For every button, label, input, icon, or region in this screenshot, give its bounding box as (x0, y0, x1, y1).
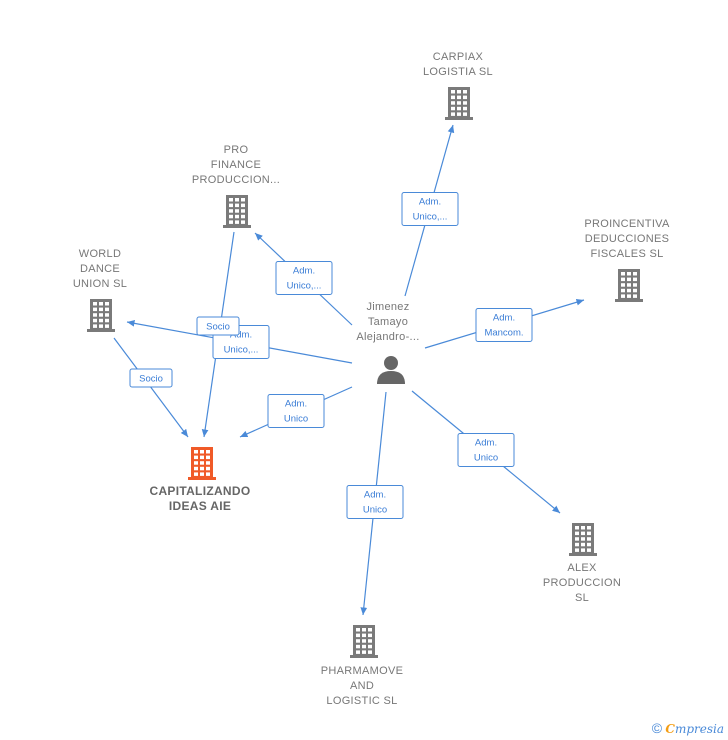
person-name-label-line: Tamayo (368, 316, 408, 328)
edge-label-text: Mancom. (484, 328, 523, 339)
person-name-label: JimenezTamayoAlejandro-... (356, 301, 419, 343)
edge-label-text: Unico,... (224, 345, 259, 356)
company-label-proincentiva-line: PROINCENTIVA (584, 218, 670, 230)
company-label-pharmamove-line: AND (350, 680, 374, 692)
edge-label-box (275, 261, 333, 295)
edge-label-text: Unico (284, 414, 308, 425)
edge-label-text: Adm. (364, 490, 386, 501)
copyright-symbol: © (651, 720, 663, 736)
edge-label-box (346, 485, 404, 519)
edge-label-box (457, 433, 515, 467)
footer-brand: © Cmpresia (652, 720, 724, 736)
edge-label-box (401, 192, 459, 226)
edge-label-person-to-pro-finance[interactable]: Adm. Unico,... (275, 261, 333, 295)
company-label-pharmamove-line: PHARMAMOVE (321, 665, 403, 677)
brand-logo-text: mpresia (674, 722, 724, 736)
edge-label-text: Unico (363, 505, 387, 516)
edge-label-person-to-alex[interactable]: Adm. Unico (457, 433, 515, 467)
company-label-world-dance-line: UNION SL (73, 278, 127, 290)
edge-label-text: Socio (206, 322, 230, 333)
company-label-alex-line: ALEX (567, 562, 597, 574)
building-icon[interactable] (188, 447, 216, 480)
edge-label-text: Adm. (475, 438, 497, 449)
edge-labels-layer: Adm.Unico,...Adm.Unico,...Adm.Mancom.Adm… (129, 192, 533, 519)
edge-label-person-to-proincentiva[interactable]: Adm. Mancom. (475, 308, 533, 342)
edges-layer (113, 124, 585, 616)
building-icon[interactable] (223, 195, 251, 228)
edge-label-text: Adm. (230, 330, 252, 341)
company-label-pharmamove-line: LOGISTIC SL (326, 695, 397, 707)
company-label-pro-finance: PRO FINANCE PRODUCCION... (192, 144, 280, 186)
edge-label-text: Adm. (493, 313, 515, 324)
company-label-world-dance-line: WORLD (79, 248, 121, 260)
brand-logo-initial: C (665, 722, 675, 736)
person-icon[interactable] (377, 356, 405, 384)
company-label-carpiax-line: CARPIAX (433, 51, 484, 63)
edge-label-text: Adm. (285, 399, 307, 410)
company-label-pro-finance-line: PRO (224, 144, 249, 156)
edge-label-text: Adm. (293, 266, 315, 277)
person-name-label-line: Alejandro-... (356, 331, 419, 343)
building-icon[interactable] (87, 299, 115, 332)
company-label-world-dance: WORLD DANCE UNION SL (73, 248, 127, 290)
edge-label-person-to-pharmamove[interactable]: Adm. Unico (346, 485, 404, 519)
person-name-label-line: Jimenez (366, 301, 409, 313)
edge-label-text: Socio (139, 374, 163, 385)
building-icon[interactable] (569, 523, 597, 556)
edge-label-person-to-capitalizando[interactable]: Adm. Unico (267, 394, 325, 428)
company-label-capitalizando-line: IDEAS AIE (169, 499, 231, 513)
edge-label-box (475, 308, 533, 342)
edge-label-text: Adm. (419, 197, 441, 208)
company-label-proincentiva-line: FISCALES SL (591, 248, 664, 260)
edge-label-text: Unico,... (413, 212, 448, 223)
edge-label-box (196, 316, 240, 336)
company-label-pharmamove: PHARMAMOVE AND LOGISTIC SL (321, 665, 403, 707)
edge-label-pro-finance-to-capitalizando[interactable]: Socio (196, 316, 240, 336)
edge-label-person-to-carpiax[interactable]: Adm. Unico,... (401, 192, 459, 226)
building-icon[interactable] (445, 87, 473, 120)
company-label-proincentiva: PROINCENTIVA DEDUCCIONES FISCALES SL (584, 218, 670, 260)
company-label-carpiax-line: LOGISTIA SL (423, 66, 493, 78)
company-label-carpiax: CARPIAX LOGISTIA SL (423, 51, 493, 78)
building-icon[interactable] (350, 625, 378, 658)
company-label-alex: ALEX PRODUCCION SL (543, 562, 621, 604)
company-label-capitalizando-line: CAPITALIZANDO (149, 484, 250, 498)
edge-label-text: Unico (474, 453, 498, 464)
company-label-proincentiva-line: DEDUCCIONES (585, 233, 670, 245)
company-label-alex-line: PRODUCCION (543, 577, 621, 589)
company-label-pro-finance-line: PRODUCCION... (192, 174, 280, 186)
edge-label-box (129, 368, 173, 388)
company-label-world-dance-line: DANCE (80, 263, 120, 275)
company-label-pro-finance-line: FINANCE (211, 159, 261, 171)
company-label-alex-line: SL (575, 592, 589, 604)
building-icon[interactable] (615, 269, 643, 302)
edge-label-text: Unico,... (287, 281, 322, 292)
edge-label-world-dance-to-capitalizando[interactable]: Socio (129, 368, 173, 388)
edge-label-box (267, 394, 325, 428)
